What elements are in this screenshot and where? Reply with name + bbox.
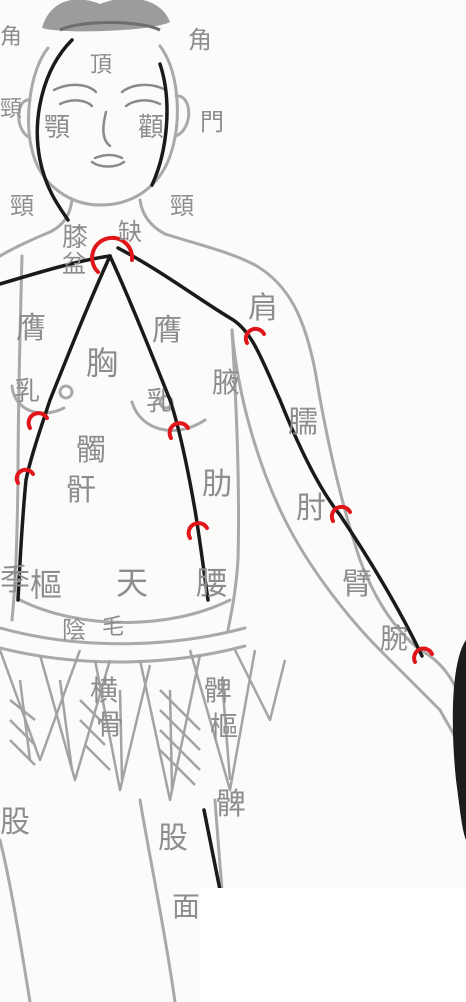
label-l23: 肋: [202, 467, 232, 502]
label-l40: 面: [172, 890, 200, 923]
label-l09: 頸: [170, 192, 194, 220]
label-l24: 肘: [296, 491, 326, 526]
label-l22: 骭: [66, 473, 96, 508]
label-l03: 角: [188, 26, 212, 54]
label-l17: 乳: [14, 377, 40, 407]
label-l13: 膺: [16, 311, 46, 346]
label-l39: 髀: [216, 787, 246, 822]
label-l26: 樞: [30, 566, 62, 604]
label-l29: 臂: [342, 567, 372, 602]
blank-area: [200, 888, 466, 1002]
body-outline: [0, 46, 462, 1002]
label-l28: 腰: [196, 564, 228, 602]
label-l25: 季: [0, 563, 30, 598]
label-l20: 臑: [288, 405, 318, 440]
label-l34: 骨: [96, 708, 124, 741]
label-l37: 股: [0, 805, 30, 840]
character-labels: 頂 角 角 門 顎 顴 頸 頸 頸 膝 缺 盆 膺 膺 胸 肩 乳 乳 腋 臑 …: [0, 25, 408, 923]
label-l01: 頂: [90, 53, 112, 78]
label-l15: 胸: [86, 344, 118, 382]
label-l06: 顴: [138, 113, 164, 143]
label-l11: 缺: [118, 218, 142, 246]
label-l16: 肩: [248, 291, 278, 326]
label-l04: 門: [200, 108, 224, 136]
label-l12: 盆: [62, 250, 86, 278]
label-l36: 樞: [210, 710, 238, 743]
label-l14: 膺: [152, 313, 182, 348]
label-l18: 乳: [146, 387, 172, 417]
hair-topknot: [42, 0, 170, 31]
label-l05: 顎: [44, 113, 70, 143]
label-l19: 腋: [212, 366, 240, 399]
label-l10: 膝: [62, 223, 88, 253]
leaf-skirt: [0, 650, 285, 800]
label-l07: 頸: [0, 97, 22, 122]
label-l30: 腕: [380, 622, 408, 655]
label-l33: 横: [90, 674, 118, 707]
label-l38: 股: [158, 821, 188, 856]
label-l21: 髑: [76, 433, 106, 468]
label-l31: 陰: [62, 616, 86, 644]
label-l32: 毛: [102, 615, 124, 640]
label-l27: 天: [116, 564, 148, 602]
dark-edge-shape: [453, 640, 466, 840]
label-l08: 頸: [10, 192, 34, 220]
label-l35: 髀: [204, 674, 232, 707]
label-l02: 角: [0, 25, 22, 50]
